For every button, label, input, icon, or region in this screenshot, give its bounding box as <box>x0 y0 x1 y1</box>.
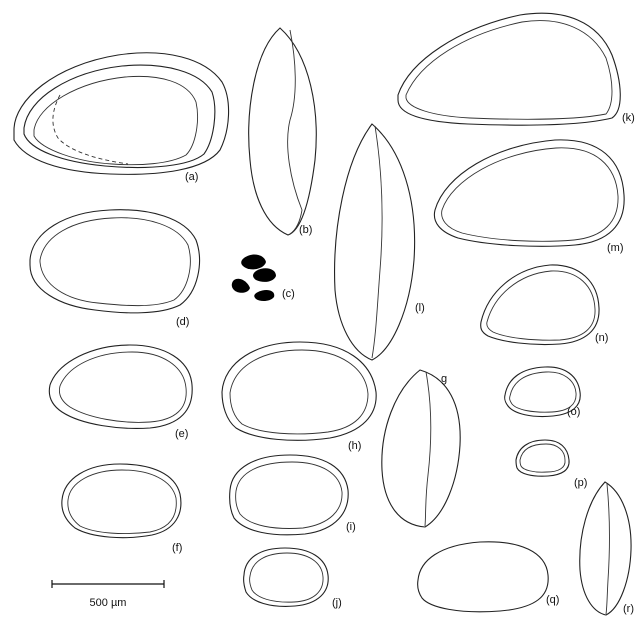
label-h: (h) <box>348 440 361 452</box>
specimen-a-inner <box>34 76 198 164</box>
label-f: (f) <box>172 542 182 554</box>
specimen-b-hinge-line <box>288 30 302 234</box>
specimen-l <box>335 124 415 360</box>
specimen-r-outline <box>580 482 631 615</box>
specimen-d-outer <box>30 210 199 313</box>
specimen-f-outer <box>62 464 181 538</box>
specimen-r <box>580 482 631 615</box>
label-c: (c) <box>282 288 295 300</box>
label-p: (p) <box>574 477 587 489</box>
specimen-b-outline <box>249 28 316 235</box>
scale-bar <box>52 580 164 588</box>
specimen-d-inner <box>40 218 190 306</box>
specimen-d <box>30 210 199 313</box>
specimen-c-blob-4 <box>254 290 274 301</box>
specimen-b <box>249 28 316 235</box>
label-k: (k) <box>622 112 635 124</box>
label-j: (j) <box>332 597 342 609</box>
specimen-q-outline <box>418 542 549 612</box>
specimen-a <box>14 53 229 175</box>
scale-bar-label: 500 µm <box>90 597 127 609</box>
specimen-e-outer <box>49 345 192 428</box>
label-l: (l) <box>415 302 425 314</box>
specimen-r-hinge-line <box>606 484 609 614</box>
specimen-f <box>62 464 181 538</box>
specimen-m <box>434 140 624 246</box>
label-e: (e) <box>175 428 188 440</box>
specimen-f-inner <box>68 470 176 534</box>
specimen-l-hinge-line <box>372 126 382 358</box>
specimen-q <box>418 542 549 612</box>
specimen-i-outer <box>230 455 349 535</box>
specimen-j-inner <box>250 553 323 602</box>
label-g: g <box>441 373 447 385</box>
specimen-k-inner <box>406 21 612 120</box>
specimen-k-outer <box>398 13 620 125</box>
specimen-p-inner <box>520 444 565 472</box>
specimen-e-inner <box>59 352 186 422</box>
label-n: (n) <box>595 332 608 344</box>
specimen-i <box>230 455 349 535</box>
specimen-c-blob-3 <box>232 279 250 293</box>
specimen-g-hinge-line <box>425 372 431 526</box>
specimen-k <box>398 13 620 125</box>
specimen-h <box>222 342 376 440</box>
specimen-c-blobs <box>232 255 276 302</box>
label-i: (i) <box>346 521 356 533</box>
specimen-l-outline <box>335 124 415 360</box>
label-r: (r) <box>623 603 634 615</box>
label-m: (m) <box>607 242 624 254</box>
specimen-n-outer <box>481 265 599 345</box>
specimen-m-inner <box>442 148 618 241</box>
specimen-e <box>49 345 192 428</box>
specimen-i-inner <box>236 462 342 528</box>
specimen-j <box>244 548 329 606</box>
specimen-j-outer <box>244 548 329 606</box>
label-q: (q) <box>546 594 559 606</box>
specimen-g-outline <box>382 370 460 527</box>
specimen-a-outer <box>14 53 229 175</box>
specimen-p-outer <box>516 440 569 476</box>
specimen-a-flange <box>24 65 215 167</box>
specimen-g <box>382 370 460 527</box>
label-b: (b) <box>299 224 312 236</box>
specimen-n <box>481 265 599 345</box>
specimen-c-blob-1 <box>241 255 266 270</box>
label-d: (d) <box>176 316 189 328</box>
label-o: (o) <box>567 406 580 418</box>
label-a: (a) <box>185 171 198 183</box>
specimen-p <box>516 440 569 476</box>
specimen-h-inner <box>230 350 368 434</box>
specimen-a-dashed-line <box>53 95 128 164</box>
scale-bar-line <box>52 580 164 588</box>
specimen-n-inner <box>487 271 595 340</box>
specimen-c-blob-2 <box>253 268 276 282</box>
